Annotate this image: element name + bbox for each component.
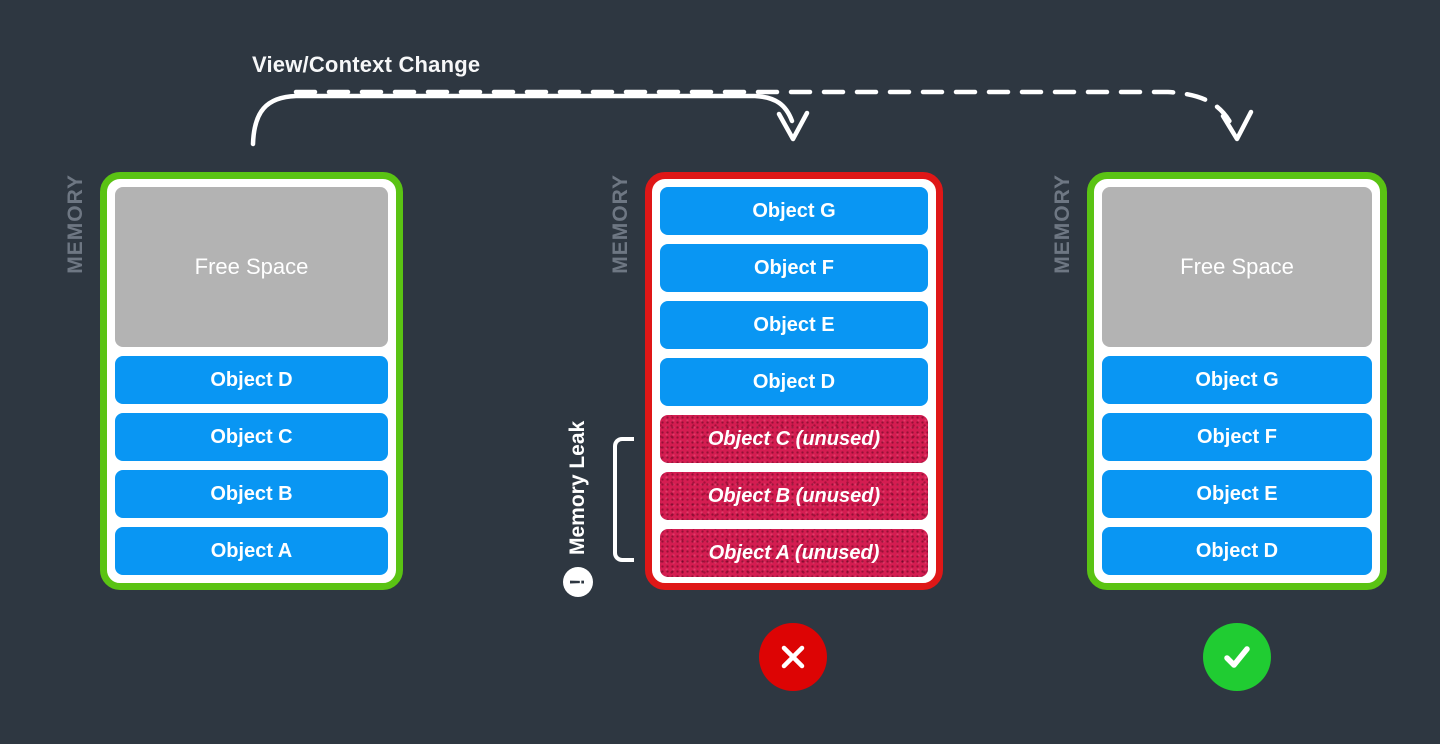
- memory-box-before: Free Space Object D Object C Object B Ob…: [100, 172, 403, 590]
- object-block: Object E: [660, 301, 928, 349]
- object-block: Object A: [115, 527, 388, 575]
- memory-panel-before: MEMORY Free Space Object D Object C Obje…: [64, 172, 403, 590]
- memory-panel-after: MEMORY Free Space Object G Object F Obje…: [1051, 172, 1387, 590]
- object-block: Object B: [115, 470, 388, 518]
- object-block: Object D: [1102, 527, 1372, 575]
- free-space-block: Free Space: [115, 187, 388, 347]
- object-block: Object D: [660, 358, 928, 406]
- unused-object-block: Object A (unused): [660, 529, 928, 577]
- memory-label: MEMORY: [609, 174, 632, 274]
- memory-leak-annotation: ! Memory Leak: [561, 387, 595, 597]
- object-block: Object D: [115, 356, 388, 404]
- object-block: Object F: [660, 244, 928, 292]
- object-block: Object C: [115, 413, 388, 461]
- leak-bracket: [613, 437, 634, 562]
- pass-status-badge: [1203, 623, 1271, 691]
- memory-panel-leak: MEMORY Object G Object F Object E Object…: [609, 172, 943, 590]
- solid-arrow: [250, 93, 810, 147]
- dashed-arrow: [293, 89, 1254, 142]
- exclamation-icon: !: [563, 567, 593, 597]
- free-space-block: Free Space: [1102, 187, 1372, 347]
- memory-label: MEMORY: [64, 174, 87, 274]
- object-block: Object G: [1102, 356, 1372, 404]
- flow-title: View/Context Change: [252, 52, 481, 77]
- object-block: Object G: [660, 187, 928, 235]
- cross-icon: [781, 645, 805, 669]
- unused-object-block: Object B (unused): [660, 472, 928, 520]
- object-block: Object F: [1102, 413, 1372, 461]
- object-block: Object E: [1102, 470, 1372, 518]
- memory-box-after: Free Space Object G Object F Object E Ob…: [1087, 172, 1387, 590]
- check-icon: [1224, 646, 1250, 668]
- memory-leak-label: Memory Leak: [566, 420, 589, 555]
- fail-status-badge: [759, 623, 827, 691]
- context-change-arrows: [250, 89, 1254, 147]
- memory-label: MEMORY: [1051, 174, 1074, 274]
- memory-box-leak: Object G Object F Object E Object D Obje…: [645, 172, 943, 590]
- unused-object-block: Object C (unused): [660, 415, 928, 463]
